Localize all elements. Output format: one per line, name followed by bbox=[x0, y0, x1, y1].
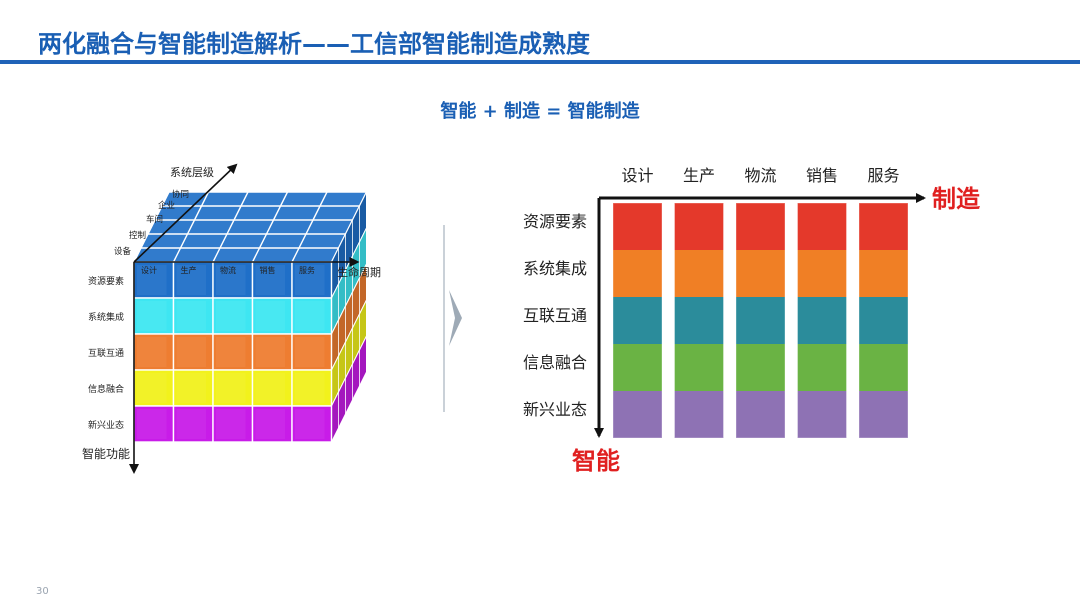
cube-lifecycle-label: 生产 bbox=[181, 265, 197, 275]
cube-lifecycle-label: 服务 bbox=[299, 265, 315, 275]
cube-layer-label: 资源要素 bbox=[88, 275, 124, 287]
grid-row-label: 新兴业态 bbox=[523, 400, 587, 419]
cube-layer-label: 信息融合 bbox=[88, 383, 124, 395]
lifecycle-axis-label: 生命周期 bbox=[337, 265, 381, 279]
title-divider bbox=[0, 60, 1080, 64]
cube-cell-highlight bbox=[137, 373, 167, 403]
grid-cell bbox=[674, 391, 724, 438]
cube-cell-highlight bbox=[176, 265, 206, 295]
cube-cell-highlight bbox=[295, 409, 325, 439]
grid-cell bbox=[797, 297, 847, 344]
cube-depth-level-label: 设备 bbox=[114, 246, 132, 257]
cube-cell-highlight bbox=[216, 265, 246, 295]
grid-column-header: 生产 bbox=[683, 166, 715, 185]
grid-cell bbox=[613, 391, 662, 438]
grid-cell bbox=[797, 344, 847, 391]
cube-cell-highlight bbox=[255, 265, 285, 295]
grid-cell bbox=[859, 250, 908, 297]
grid-column-header: 服务 bbox=[867, 166, 899, 185]
grid-column-outline bbox=[797, 202, 847, 439]
grid-cell bbox=[736, 203, 785, 250]
chevron-right-icon bbox=[449, 290, 462, 346]
cube-cell-highlight bbox=[176, 337, 206, 367]
grid-cell bbox=[613, 203, 662, 250]
cube-top-gridline bbox=[212, 191, 249, 263]
grid-column-outline bbox=[858, 202, 909, 439]
depth-axis-arrow bbox=[133, 163, 238, 263]
grid-cell bbox=[736, 297, 785, 344]
cube-depth-level-label: 协同 bbox=[172, 189, 189, 200]
grid-column-header: 销售 bbox=[806, 166, 838, 185]
function-axis-label: 智能功能 bbox=[82, 446, 130, 461]
cube-lifecycle-label: 设计 bbox=[141, 265, 157, 275]
manufacturing-axis-label: 制造 bbox=[932, 185, 980, 213]
cube-cell-highlight bbox=[176, 373, 206, 403]
cube-cell-highlight bbox=[137, 301, 167, 331]
grid-cell bbox=[797, 203, 847, 250]
cube-cell-highlight bbox=[255, 301, 285, 331]
cube-cell-highlight bbox=[295, 265, 325, 295]
grid-cell bbox=[613, 297, 662, 344]
cube-depth-level-label: 控制 bbox=[129, 230, 146, 241]
cube-lifecycle-label: 物流 bbox=[220, 265, 236, 275]
cube-top-gridline bbox=[251, 191, 289, 263]
slide-subtitle: 智能 + 制造 = 智能制造 bbox=[440, 101, 640, 122]
grid-column-outline bbox=[735, 202, 786, 439]
depth-axis-label: 系统层级 bbox=[170, 166, 214, 179]
cube-cell-highlight bbox=[295, 337, 325, 367]
cube-layer-label: 新兴业态 bbox=[88, 419, 124, 431]
cube-cell-highlight bbox=[137, 265, 167, 295]
grid-cell bbox=[859, 297, 908, 344]
grid-column-outline bbox=[674, 202, 724, 439]
slide-title: 两化融合与智能制造解析——工信部智能制造成熟度 bbox=[38, 30, 590, 58]
cube-layer-label: 系统集成 bbox=[88, 311, 124, 323]
cube-layer-label: 互联互通 bbox=[88, 348, 124, 359]
grid-row-label: 信息融合 bbox=[523, 353, 587, 372]
cube-cell-highlight bbox=[216, 337, 246, 367]
grid-cell bbox=[674, 344, 724, 391]
cube-depth-level-label: 企业 bbox=[158, 200, 175, 211]
page-number: 30 bbox=[36, 586, 49, 597]
cube-cell-highlight bbox=[137, 337, 167, 367]
grid-cell bbox=[613, 250, 662, 297]
cube-cell-highlight bbox=[216, 373, 246, 403]
grid-column-outline bbox=[612, 202, 663, 439]
grid-cell bbox=[736, 344, 785, 391]
grid-cell bbox=[859, 203, 908, 250]
cube-cell-highlight bbox=[255, 337, 285, 367]
grid-cell bbox=[797, 250, 847, 297]
grid-cell bbox=[736, 391, 785, 438]
cube-lifecycle-label: 销售 bbox=[260, 265, 276, 275]
cube-cell-highlight bbox=[216, 301, 246, 331]
grid-cell bbox=[674, 297, 724, 344]
grid-column-header: 设计 bbox=[621, 166, 653, 185]
grid-column-header: 物流 bbox=[744, 166, 776, 185]
cube-top-gridline bbox=[291, 191, 328, 263]
cube-cell-highlight bbox=[137, 409, 167, 439]
cube-top-gridline bbox=[172, 191, 210, 263]
intelligence-axis-label: 智能 bbox=[572, 447, 620, 475]
grid-row-label: 系统集成 bbox=[523, 259, 587, 278]
grid-row-label: 互联互通 bbox=[523, 306, 587, 325]
grid-cell bbox=[859, 391, 908, 438]
grid-cell bbox=[674, 203, 724, 250]
grid-cell bbox=[613, 344, 662, 391]
cube-depth-level-label: 车间 bbox=[146, 214, 163, 225]
grid-cell bbox=[859, 344, 908, 391]
cube-cell-highlight bbox=[176, 409, 206, 439]
grid-cell bbox=[797, 391, 847, 438]
grid-cell bbox=[736, 250, 785, 297]
grid-cell bbox=[674, 250, 724, 297]
cube-cell-highlight bbox=[255, 409, 285, 439]
cube-cell-highlight bbox=[295, 301, 325, 331]
cube-cell-highlight bbox=[295, 373, 325, 403]
grid-row-label: 资源要素 bbox=[523, 212, 587, 231]
cube-cell-highlight bbox=[255, 373, 285, 403]
cube-cell-highlight bbox=[176, 301, 206, 331]
cube-cell-highlight bbox=[216, 409, 246, 439]
